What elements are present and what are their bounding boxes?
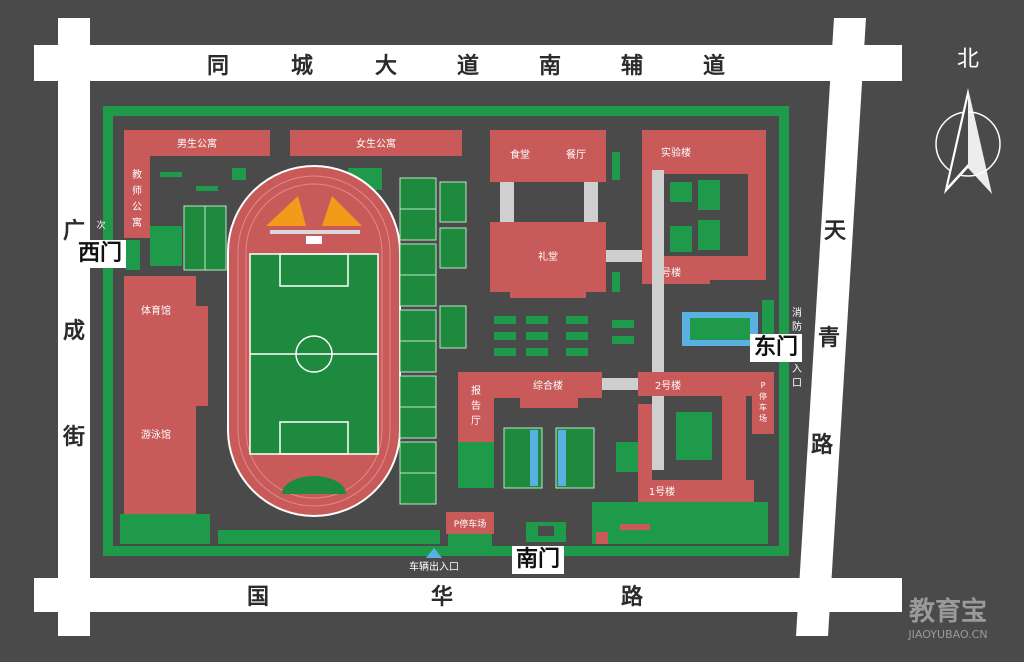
green-patch xyxy=(160,172,182,177)
west-road-name: 广 成 街 xyxy=(62,218,85,450)
south-road-name: 国 华 路 xyxy=(247,584,644,610)
lab-label: 实验楼 xyxy=(661,146,691,159)
auditorium-label: 礼堂 xyxy=(538,250,558,263)
parking-east-label: 停 xyxy=(759,391,767,401)
complex-label: 综合楼 xyxy=(533,379,563,392)
north-road-char: 道 xyxy=(457,53,479,79)
green-patch xyxy=(612,152,620,180)
north-road-char: 大 xyxy=(375,53,397,79)
boys-dorm-label: 男生公寓 xyxy=(177,137,217,150)
green-patch xyxy=(196,186,218,191)
running-track xyxy=(227,165,401,517)
building-1-label: 1号楼 xyxy=(649,485,675,498)
green-patch xyxy=(150,226,182,266)
green-patch xyxy=(612,272,620,292)
east-road-char: 青 xyxy=(818,325,840,351)
north-arrow-icon: 北 xyxy=(935,47,1001,194)
gymnasium xyxy=(124,276,196,514)
south-road-char: 路 xyxy=(621,584,644,610)
east-road-name: 天 青 路 xyxy=(811,218,847,458)
north-road xyxy=(34,45,902,81)
vehicle-entrance-marker xyxy=(426,548,442,558)
canteen-label: 食堂 xyxy=(510,148,530,161)
north-road-char: 道 xyxy=(703,53,725,79)
green-patch xyxy=(232,168,246,180)
parking-east-label: P xyxy=(761,381,766,390)
west-road-char: 成 xyxy=(63,318,85,344)
teacher-dorm-label: 师 xyxy=(132,184,142,197)
compass-north-label: 北 xyxy=(957,47,979,72)
gymnasium-label: 体育馆 xyxy=(141,304,171,317)
natatorium-label: 游泳馆 xyxy=(141,428,171,441)
north-road-char: 同 xyxy=(207,53,229,79)
west-side-note: 次 xyxy=(96,219,105,231)
boys-dorm xyxy=(124,130,270,156)
east-road-char: 天 xyxy=(824,218,847,244)
campus-boundary xyxy=(103,106,789,556)
teacher-dorm xyxy=(124,156,150,238)
parking-south-label: P停车场 xyxy=(454,518,486,530)
south-gate-label: 南门 xyxy=(512,546,565,574)
south-road-char: 华 xyxy=(431,584,453,610)
west-gate-label: 西门 xyxy=(74,240,127,268)
restaurant-label: 餐厅 xyxy=(566,148,586,161)
watermark-text: 教育宝 xyxy=(909,596,987,627)
stand-left xyxy=(266,196,306,226)
building-2 xyxy=(638,372,754,396)
east-gate-label: 东门 xyxy=(750,334,803,362)
girls-dorm-label: 女生公寓 xyxy=(356,137,396,150)
west-road xyxy=(58,18,90,636)
lecture-hall-label: 告 xyxy=(471,399,481,412)
parking-south xyxy=(446,512,494,534)
north-road-char: 辅 xyxy=(621,53,643,79)
teacher-dorm-label: 教 xyxy=(132,168,142,181)
north-road-char: 南 xyxy=(539,53,561,79)
watermark: 教育宝 JIAOYUBAO.CN xyxy=(907,596,987,641)
teacher-dorm-label: 公 xyxy=(132,202,142,213)
west-road-char: 街 xyxy=(62,424,85,450)
canteen-building xyxy=(490,130,606,182)
svg-text:消: 消 xyxy=(792,306,802,319)
east-road xyxy=(796,18,866,636)
lecture-hall xyxy=(458,372,494,442)
teacher-dorm-label: 寓 xyxy=(132,216,142,229)
south-road-char: 国 xyxy=(247,584,269,610)
north-road-name: 同 城 大 道 南 辅 道 xyxy=(207,53,725,79)
girls-dorm xyxy=(290,130,462,156)
lecture-hall-label: 厅 xyxy=(471,416,481,427)
roads xyxy=(34,18,902,636)
parking-east xyxy=(752,372,774,434)
auditorium xyxy=(490,222,606,292)
svg-text:防: 防 xyxy=(792,320,802,333)
west-road-char: 广 xyxy=(63,218,85,244)
center-green-patches xyxy=(494,316,634,356)
lecture-hall-label: 报 xyxy=(471,384,481,397)
basketball-courts xyxy=(399,177,467,505)
building-2-label: 2号楼 xyxy=(655,379,681,392)
south-road xyxy=(34,578,902,612)
parking-east-label: 场 xyxy=(759,414,767,423)
building-1 xyxy=(638,480,754,502)
svg-text:口: 口 xyxy=(792,378,802,389)
east-road-char: 路 xyxy=(811,432,834,458)
svg-text:入: 入 xyxy=(792,364,802,375)
green-patch xyxy=(126,240,140,270)
stand-right xyxy=(322,196,362,226)
watermark-subtext: JIAOYUBAO.CN xyxy=(907,628,987,641)
gymnasium-annex xyxy=(196,306,208,406)
complex-building xyxy=(494,372,602,398)
vehicle-entrance-label: 车辆出入口 xyxy=(409,560,459,573)
parking-east-label: 车 xyxy=(759,402,767,412)
north-road-char: 城 xyxy=(291,53,313,79)
